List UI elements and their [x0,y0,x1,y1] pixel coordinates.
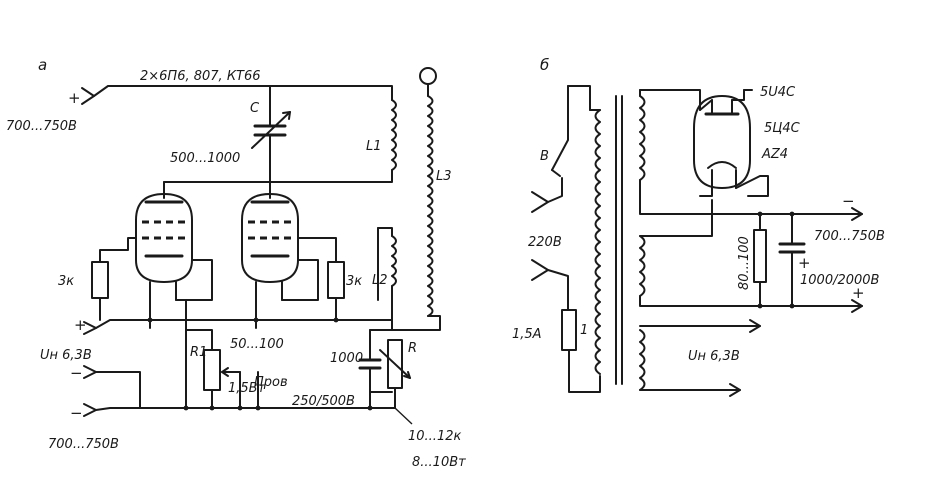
mains-terminal-1 [531,191,549,213]
cap-voltage-label: 250/500В [292,394,355,409]
panel-a-letter: а [38,56,47,74]
uh-label-b: Uн 6,3В [688,349,740,364]
secondary-hv-2 [639,235,646,297]
fuse-rating: 1,5А [512,327,542,342]
cap-value-label: 1000 [330,351,363,366]
plus-input-label: + [68,89,81,107]
hv-out-label: 700...750В [814,229,885,244]
rectifier-label-1: 5U4C [760,85,796,100]
bleeder-resistor [753,229,767,283]
panel-a: а 2×6П6, 807, КТ66 + 700...750В L1 C 500… [6,56,466,470]
output-plus-line [639,295,863,307]
transformer-core [615,95,623,385]
mains-terminal-2 [531,259,549,281]
screen-bus [95,319,393,329]
rectifier-tube [693,89,751,197]
coil-l3-label: L3 [436,169,452,184]
r1-value: 50...100 [230,337,284,352]
mains-label: 220В [528,235,562,250]
hv-bottom-label: 700...750В [48,437,119,452]
resistor-3k-left [91,261,109,299]
cap-plus-label: + [798,254,811,272]
panel-b: б В 220В 1,5А 1 [512,56,885,397]
tubes-label: 2×6П6, 807, КТ66 [140,69,261,84]
mains-switch [551,85,569,171]
uh-label-a: Uн 6,3В [40,348,92,363]
coil-l2 [391,235,397,287]
tube-right [241,193,299,321]
minus-mid-label: − [70,364,83,382]
top-wire [93,85,381,97]
filter-cap-value: 1000/2000В [800,273,880,288]
rectifier-label-3: AZ4 [761,147,788,162]
r1-power: 1,5Вт [228,381,266,396]
res-3k-left-label: 3к [58,274,74,289]
panel-b-letter: б [540,56,549,74]
input-terminal-minus [83,403,97,417]
fuse [561,309,577,351]
input-terminal-plus [81,87,95,105]
plus-out-label: + [852,284,865,302]
rectifier-label-2: 5Ц4С [764,121,801,136]
resistor-r-value: 10...12к [408,429,461,444]
transformer-primary [594,109,601,375]
coil-l1-label: L1 [366,139,382,154]
hv-top-label: 700...750В [6,119,77,134]
antenna-terminal [419,67,437,85]
r1-label: R1 [190,345,207,360]
resistor-3k-right [327,261,345,299]
cap-c-label: C [250,101,260,116]
coil-l2-label: L2 [372,273,388,288]
secondary-filament [639,329,646,391]
filter-capacitor [778,242,806,254]
coil-l1 [391,99,397,171]
res-3k-right-label: 3к [346,274,362,289]
secondary-hv [639,95,646,181]
ground-bus [95,407,396,411]
bleeder-value: 80...100 [737,236,752,290]
resistor-r-label: R [408,341,417,356]
switch-label: В [540,149,549,164]
resistor-r-power: 8...10Вт [412,455,466,470]
fuse-number: 1 [580,323,588,338]
prov-label: Пров [254,375,288,390]
cap-range-label: 500...1000 [170,151,240,166]
filament-terminal [83,365,97,379]
minus-out-label: − [842,192,855,210]
coil-l3 [427,95,434,317]
tube-left [135,193,193,321]
minus-bottom-label: − [70,404,83,422]
plus-mid-label: + [74,316,87,334]
